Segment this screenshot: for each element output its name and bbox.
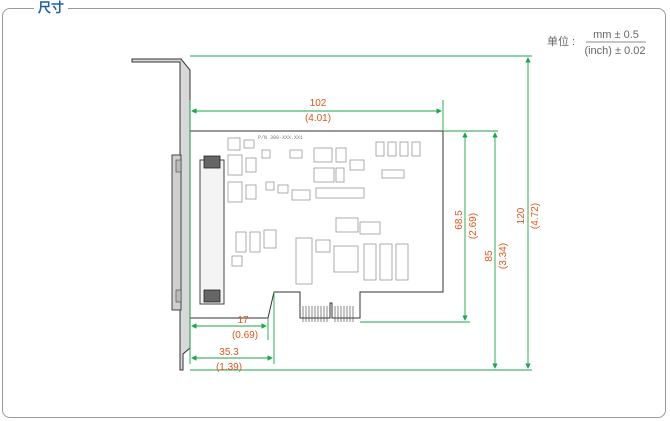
mounting-bracket: [131, 58, 191, 371]
dim-edge-to-key-mm: 35.3: [219, 347, 239, 358]
dim-bracket-span-inch: (3.34): [498, 243, 509, 269]
dim-edge-to-slot-inch: (0.69): [232, 330, 258, 341]
section-title: 尺寸: [34, 0, 69, 16]
dim-card-height-mm: 68.5: [454, 210, 465, 230]
dim-overall-height-mm: 120: [516, 207, 527, 224]
dim-bracket-span-mm: 85: [484, 250, 495, 262]
dim-length-mm: 102: [310, 98, 327, 109]
drawing-frame: [2, 8, 666, 418]
dim-edge-to-slot-mm: 17: [237, 315, 249, 326]
dim-edge-to-key-inch: (1.39): [216, 362, 242, 373]
dim-overall-height-inch: (4.72): [530, 203, 541, 229]
pcb-card: P/N 300-XXX.XX1: [189, 130, 444, 322]
board-label: P/N 300-XXX.XX1: [258, 135, 303, 141]
dim-length-inch: (4.01): [305, 113, 331, 124]
unit-imperial: (inch) ± 0.02: [584, 45, 645, 57]
unit-metric: mm ± 0.5: [593, 29, 639, 41]
unit-label: 单位 :: [547, 34, 575, 48]
dim-card-height-inch: (2.69): [468, 213, 479, 239]
